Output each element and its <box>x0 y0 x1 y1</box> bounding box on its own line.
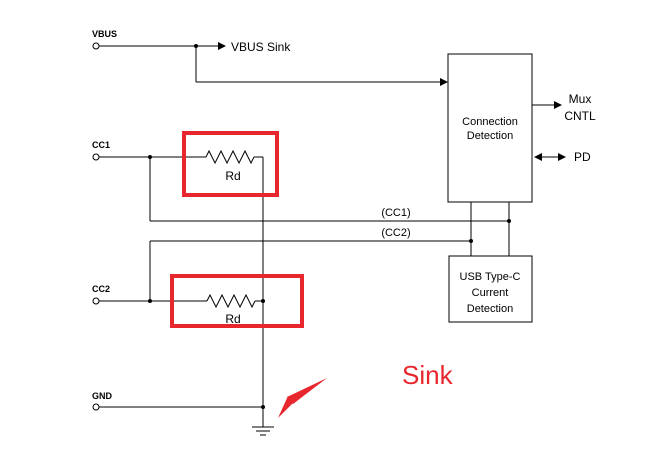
cc2-bus-label: (CC2) <box>381 227 410 239</box>
mux-cntl-arrow-icon <box>554 101 562 109</box>
gnd-pin-label: GND <box>92 391 113 401</box>
vbus-pin-terminal <box>92 42 100 50</box>
gnd-pin-terminal <box>92 403 100 411</box>
connection-detection-block <box>447 53 533 203</box>
ground-symbol-icon <box>252 426 274 436</box>
pd-arrow-left-icon <box>534 153 542 161</box>
usb-detection-line2: Current <box>472 287 509 299</box>
cc2-pin-label: CC2 <box>92 284 110 294</box>
cc2-pin-terminal <box>92 297 100 305</box>
pd-label: PD <box>574 150 591 164</box>
connection-detection-line2: Detection <box>467 130 513 142</box>
sink-annotation: Sink <box>402 360 454 390</box>
rd-top-label: Rd <box>225 169 240 183</box>
vbus-detection-arrow-icon <box>440 78 448 86</box>
cc1-pin-label: CC1 <box>92 140 110 150</box>
cc1-bus-label: (CC1) <box>381 207 410 219</box>
usb-detection-line1: USB Type-C <box>460 271 521 283</box>
rd-bottom-resistor-icon <box>206 293 256 309</box>
rd-top-resistor-icon <box>205 149 255 165</box>
red-arrow-icon <box>278 378 327 418</box>
gnd-junction <box>261 405 265 409</box>
usb-detection-line3: Detection <box>467 303 513 315</box>
usb-current-detection-block <box>448 255 533 323</box>
mux-label-line1: Mux <box>569 92 592 106</box>
rd-bottom-label: Rd <box>225 312 240 326</box>
pd-arrow-right-icon <box>558 153 566 161</box>
vbus-sink-label: VBUS Sink <box>231 40 291 54</box>
vbus-sink-arrow-icon <box>218 42 226 50</box>
rd-bottom-highlight-box <box>170 274 304 328</box>
cc2-junction <box>148 299 152 303</box>
cc1-pin-terminal <box>92 153 100 161</box>
vbus-pin-label: VBUS <box>92 29 117 39</box>
mux-label-line2: CNTL <box>564 109 596 123</box>
rd-top-highlight-box <box>182 131 279 197</box>
connection-detection-line1: Connection <box>462 116 518 128</box>
